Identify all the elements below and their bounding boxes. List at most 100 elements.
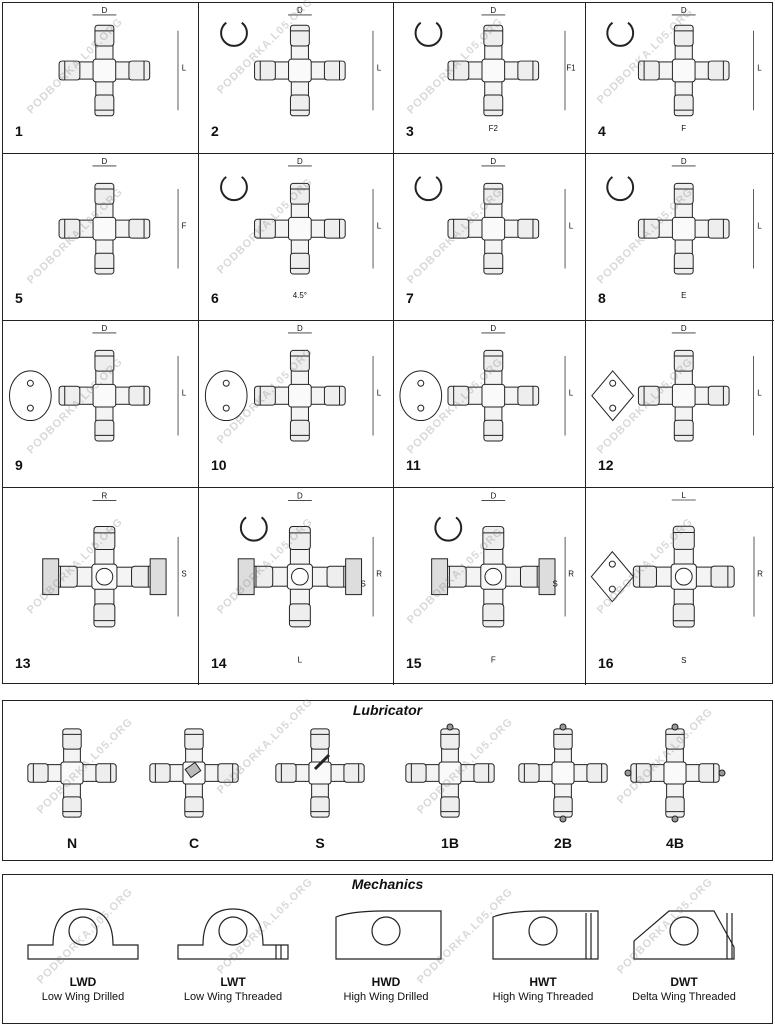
wing-bracket-icon xyxy=(149,558,167,596)
joint-drawing: DL xyxy=(220,6,382,117)
dimension-label: L xyxy=(182,64,187,73)
dimension-label: L xyxy=(757,389,762,398)
joint-drawing: RS xyxy=(42,491,187,628)
cross-joint-icon xyxy=(275,728,365,818)
dimension-label: L xyxy=(682,491,687,500)
cross-joint-icon xyxy=(630,728,720,818)
lubricator-code: C xyxy=(188,835,200,851)
joint-type-number: 4 xyxy=(598,123,606,139)
joint-type-number: 1 xyxy=(15,123,23,139)
wing-type-name: Delta Wing Threaded xyxy=(632,991,736,1003)
joint-type-cell: L R S 16 xyxy=(586,488,774,685)
snap-ring-icon xyxy=(239,516,268,542)
dimension-label: L xyxy=(757,64,762,73)
snap-ring-icon xyxy=(414,176,443,202)
wing-type-code: HWD xyxy=(371,975,401,989)
lubricator-option: 4B xyxy=(620,719,730,869)
snap-ring-icon xyxy=(220,21,248,47)
lubricator-option: 1B xyxy=(395,719,505,869)
grease-fitting-icon xyxy=(184,761,202,779)
snap-ring-icon xyxy=(414,21,443,47)
joint-type-number: 5 xyxy=(15,290,23,306)
cross-joint-icon xyxy=(637,182,730,275)
joint-drawing: L R S xyxy=(590,491,763,665)
dimension-label: F xyxy=(681,124,686,133)
cross-joint-icon xyxy=(254,349,346,442)
joint-drawing: DL xyxy=(58,6,187,117)
dimension-label: D xyxy=(681,6,687,15)
grease-nipple-icon xyxy=(624,769,632,777)
dimension-label: L xyxy=(182,389,187,398)
cross-joint-icon xyxy=(447,349,540,442)
dimension-label: S xyxy=(681,656,686,665)
cross-joint-icon xyxy=(518,728,608,818)
flange-plate-icon xyxy=(590,550,634,603)
dimension-label: R xyxy=(568,570,574,579)
joint-drawing: DL4.5° xyxy=(220,157,382,300)
dimension-label: 4.5° xyxy=(293,291,307,300)
lubricator-code: S xyxy=(315,835,325,851)
dimension-label: L xyxy=(569,389,574,398)
joint-drawing: DL xyxy=(204,324,382,442)
joint-type-number: 3 xyxy=(406,123,414,139)
dimension-label: E xyxy=(681,291,686,300)
dimension-label: D xyxy=(681,157,687,166)
lubricator-option: S xyxy=(265,719,375,869)
dimension-label: L xyxy=(569,222,574,231)
grease-nipple-icon xyxy=(671,723,679,731)
cross-joint-icon xyxy=(58,182,151,275)
wing-type-code: HWT xyxy=(529,975,557,989)
grease-nipple-icon xyxy=(718,769,726,777)
dimension-label: F xyxy=(491,656,496,665)
dimension-label: L xyxy=(757,222,762,231)
snap-ring-icon xyxy=(606,21,635,47)
joint-drawing: D L F xyxy=(606,6,762,133)
wing-bracket-icon xyxy=(42,558,60,596)
dimension-label: L xyxy=(377,389,382,398)
cross-joint-icon xyxy=(637,24,730,117)
dimension-label: D xyxy=(297,6,303,15)
dimension-label: D xyxy=(102,157,108,166)
cross-joint-icon xyxy=(58,349,151,442)
lubricator-option: 2B xyxy=(508,719,618,869)
flange-plate-icon xyxy=(8,370,52,422)
grease-nipple-icon xyxy=(559,815,567,823)
dimension-label: S xyxy=(181,570,186,579)
flange-plate-icon xyxy=(204,370,248,422)
lubricator-code: N xyxy=(66,835,78,851)
cross-joint-icon xyxy=(405,728,495,818)
dimension-label: L xyxy=(377,222,382,231)
dimension-label: D xyxy=(297,324,303,333)
dimension-label: D xyxy=(681,324,687,333)
cross-joint-icon xyxy=(249,526,351,628)
lubricator-option: C xyxy=(139,719,249,869)
dimension-label: R xyxy=(376,570,382,579)
cross-joint-icon xyxy=(442,526,544,628)
joint-type-number: 2 xyxy=(211,123,219,139)
joint-type-cell: D L F 4 xyxy=(586,3,774,154)
snap-ring-icon xyxy=(606,176,635,202)
dimension-label: S xyxy=(553,580,558,589)
wing-bracket-icon xyxy=(538,558,556,596)
joint-type-number: 16 xyxy=(598,655,614,671)
wing-profile-icon xyxy=(633,910,735,960)
flange-plate-icon xyxy=(399,370,443,422)
dimension-label: R xyxy=(757,570,763,579)
dimension-label: D xyxy=(490,324,496,333)
lubricator-title: Lubricator xyxy=(352,702,423,718)
joint-type-number: 10 xyxy=(211,457,227,473)
joint-drawing: DL xyxy=(414,157,574,275)
dimension-label: F xyxy=(182,222,187,231)
